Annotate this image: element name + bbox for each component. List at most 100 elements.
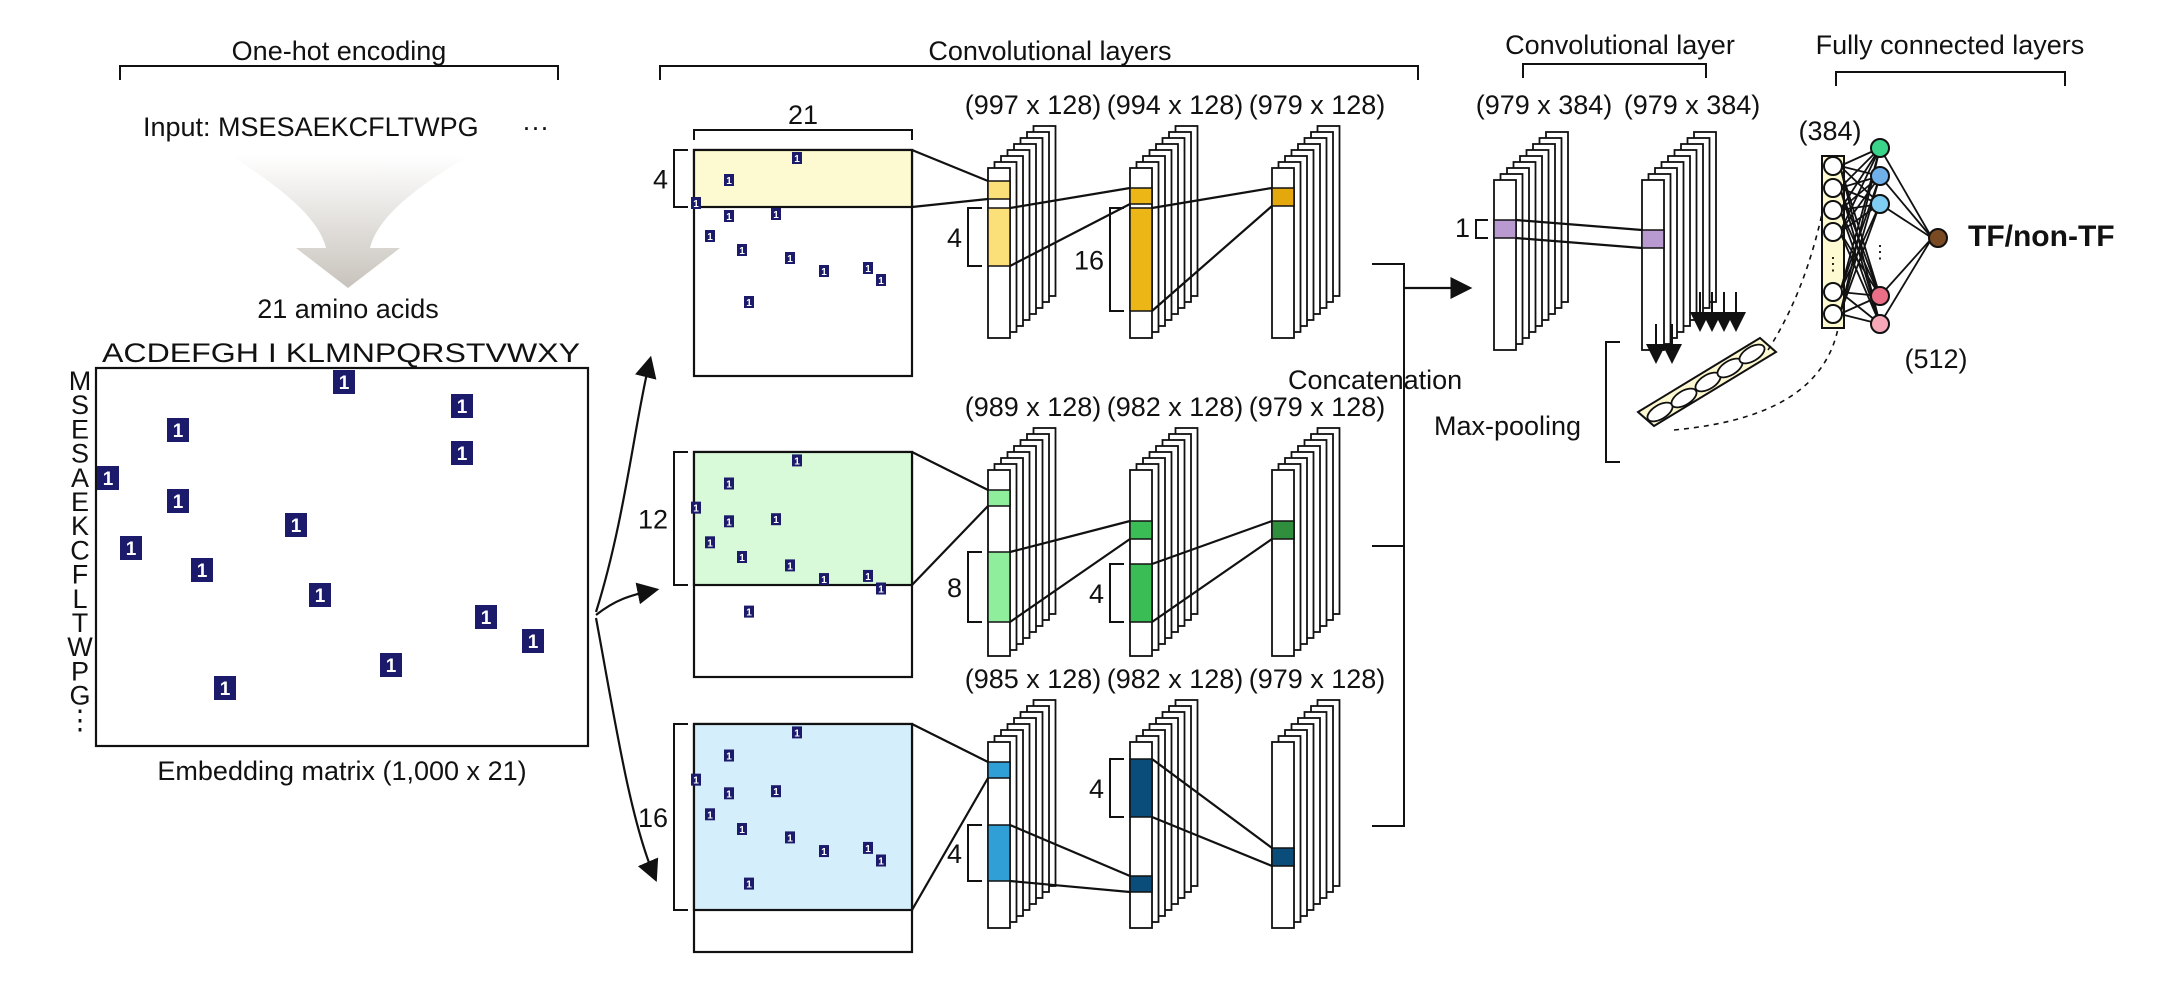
onehot-small-cell-value: 1: [794, 728, 800, 739]
conv-layer-stack: [1271, 427, 1341, 657]
onehot-small-cell-value: 1: [746, 880, 752, 891]
onehot-small-cell-value: 1: [693, 199, 699, 210]
fc-edge: [1839, 209, 1881, 325]
onehot-cell-value: 1: [339, 373, 350, 394]
kernel-bracket: [967, 551, 982, 623]
onehot-header: One-hot encoding: [232, 36, 447, 66]
onehot-small-cell-box: [792, 152, 802, 164]
window-connector: [911, 723, 989, 911]
onehot-cell-value: 1: [173, 421, 184, 442]
onehot-small-cell-box: [863, 841, 873, 854]
onehot-cell-box: [191, 558, 213, 582]
onehot-small-cell-box: [771, 208, 781, 220]
onehot-cell: 1: [167, 418, 189, 442]
onehot-small-cell: 1: [785, 252, 795, 265]
feature-map: [1129, 469, 1153, 657]
fc-input-node: [1823, 222, 1843, 242]
onehot-small-cell-box: [737, 551, 747, 563]
onehot-small-cell-value: 1: [707, 810, 713, 821]
onehot-small-cell-box: [744, 296, 754, 308]
onehot-small-cell-value: 1: [726, 752, 732, 763]
onehot-small-cell-value: 1: [878, 857, 884, 868]
window-bracket: [673, 723, 688, 911]
fc-input-node: [1823, 282, 1843, 302]
funnel-arrow: [230, 155, 470, 288]
input-sequence: Input: MSESAEKCFLTWPG: [143, 112, 479, 142]
onehot-cell-box: [285, 513, 307, 537]
onehot-small-cell-box: [691, 197, 701, 209]
fc-edge: [1879, 237, 1933, 297]
feature-map: [1493, 179, 1517, 351]
onehot-small-cell-box: [785, 559, 795, 572]
onehot-cell-value: 1: [173, 492, 184, 513]
onehot-small-cell-value: 1: [794, 154, 800, 165]
onehot-section: One-hot encoding Input: MSESAEKCFLTWPG ·…: [67, 36, 590, 786]
onehot-small-cell-value: 1: [707, 538, 713, 549]
onehot-small-cell: 1: [744, 296, 754, 309]
fc-hidden-node: [1870, 194, 1890, 214]
onehot-small-cell: 1: [724, 174, 734, 187]
onehot-cell: 1: [522, 629, 544, 653]
onehot-cell-box: [167, 489, 189, 513]
layer-connector: [1009, 823, 1131, 894]
onehot-small-cell: 1: [691, 197, 701, 210]
onehot-small-cell-value: 1: [773, 787, 779, 798]
onehot-cell: 1: [451, 394, 473, 418]
fc-header: Fully connected layers: [1816, 30, 2085, 60]
kernel-size-label: 16: [1074, 246, 1104, 276]
onehot-cell: 1: [191, 558, 213, 582]
onehot-cell-box: [475, 605, 497, 629]
sequence-letter: E: [71, 414, 89, 444]
onehot-small-cell-box: [724, 210, 734, 222]
onehot-small-cell: 1: [785, 831, 795, 844]
feature-map: [1271, 469, 1295, 657]
onehot-cell: 1: [309, 583, 331, 607]
onehot-small-cell-box: [771, 785, 781, 798]
sequence-letter: L: [72, 584, 87, 614]
onehot-small-cell: 1: [744, 877, 754, 891]
branch-arrow-bottom: [594, 617, 659, 883]
onehot-small-cell-value: 1: [726, 517, 732, 528]
layer-dims-label: (979 x 128): [1249, 90, 1386, 120]
onehot-small-cell-box: [724, 787, 734, 800]
width-label: 21: [788, 100, 818, 130]
onehot-small-cell-value: 1: [821, 267, 827, 278]
onehot-small-cell-box: [724, 749, 734, 762]
onehot-small-cell-value: 1: [773, 515, 779, 526]
kernel-bracket: [967, 824, 982, 882]
onehot-small-cell-value: 1: [878, 585, 884, 596]
kernel-highlight: [987, 824, 1011, 882]
sequence-letter: A: [71, 463, 89, 493]
onehot-small-cell-box: [724, 515, 734, 528]
onehot-small-cell: 1: [705, 536, 715, 549]
embedding-matrix-label: Embedding matrix (1,000 x 21): [157, 756, 526, 786]
onehot-small-cell-value: 1: [865, 844, 871, 855]
conv2-header: Convolutional layer: [1505, 30, 1735, 60]
onehot-cell-value: 1: [386, 656, 397, 677]
window-connector: [911, 148, 989, 209]
onehot-small-cell: 1: [876, 582, 886, 596]
onehot-small-cell: 1: [744, 605, 754, 619]
onehot-small-cell-value: 1: [787, 561, 793, 572]
amino-acids-label: 21 amino acids: [257, 294, 439, 324]
layer-dims-label: (997 x 128): [965, 90, 1102, 120]
kernel-highlight: [987, 180, 1011, 200]
output-highlight: [1271, 520, 1295, 540]
onehot-small-cell: 1: [792, 454, 802, 467]
feature-map: [1271, 741, 1295, 929]
sequence-letter: E: [71, 487, 89, 517]
output-label: TF/non-TF: [1968, 220, 2115, 253]
onehot-small-cell-box: [737, 823, 747, 835]
onehot-cell: 1: [285, 513, 307, 537]
kernel-size-label: 4: [1089, 579, 1104, 609]
onehot-bracket: [119, 65, 559, 80]
kernel-highlight: [987, 207, 1011, 267]
sequence-letters: MSESAEKCFLTWPG⋮: [67, 366, 94, 735]
pooled-node: [1670, 387, 1698, 409]
onehot-small-cell-value: 1: [865, 572, 871, 583]
onehot-cell: 1: [475, 605, 497, 629]
onehot-small-cell-box: [724, 174, 734, 186]
onehot-cell-box: [522, 629, 544, 653]
